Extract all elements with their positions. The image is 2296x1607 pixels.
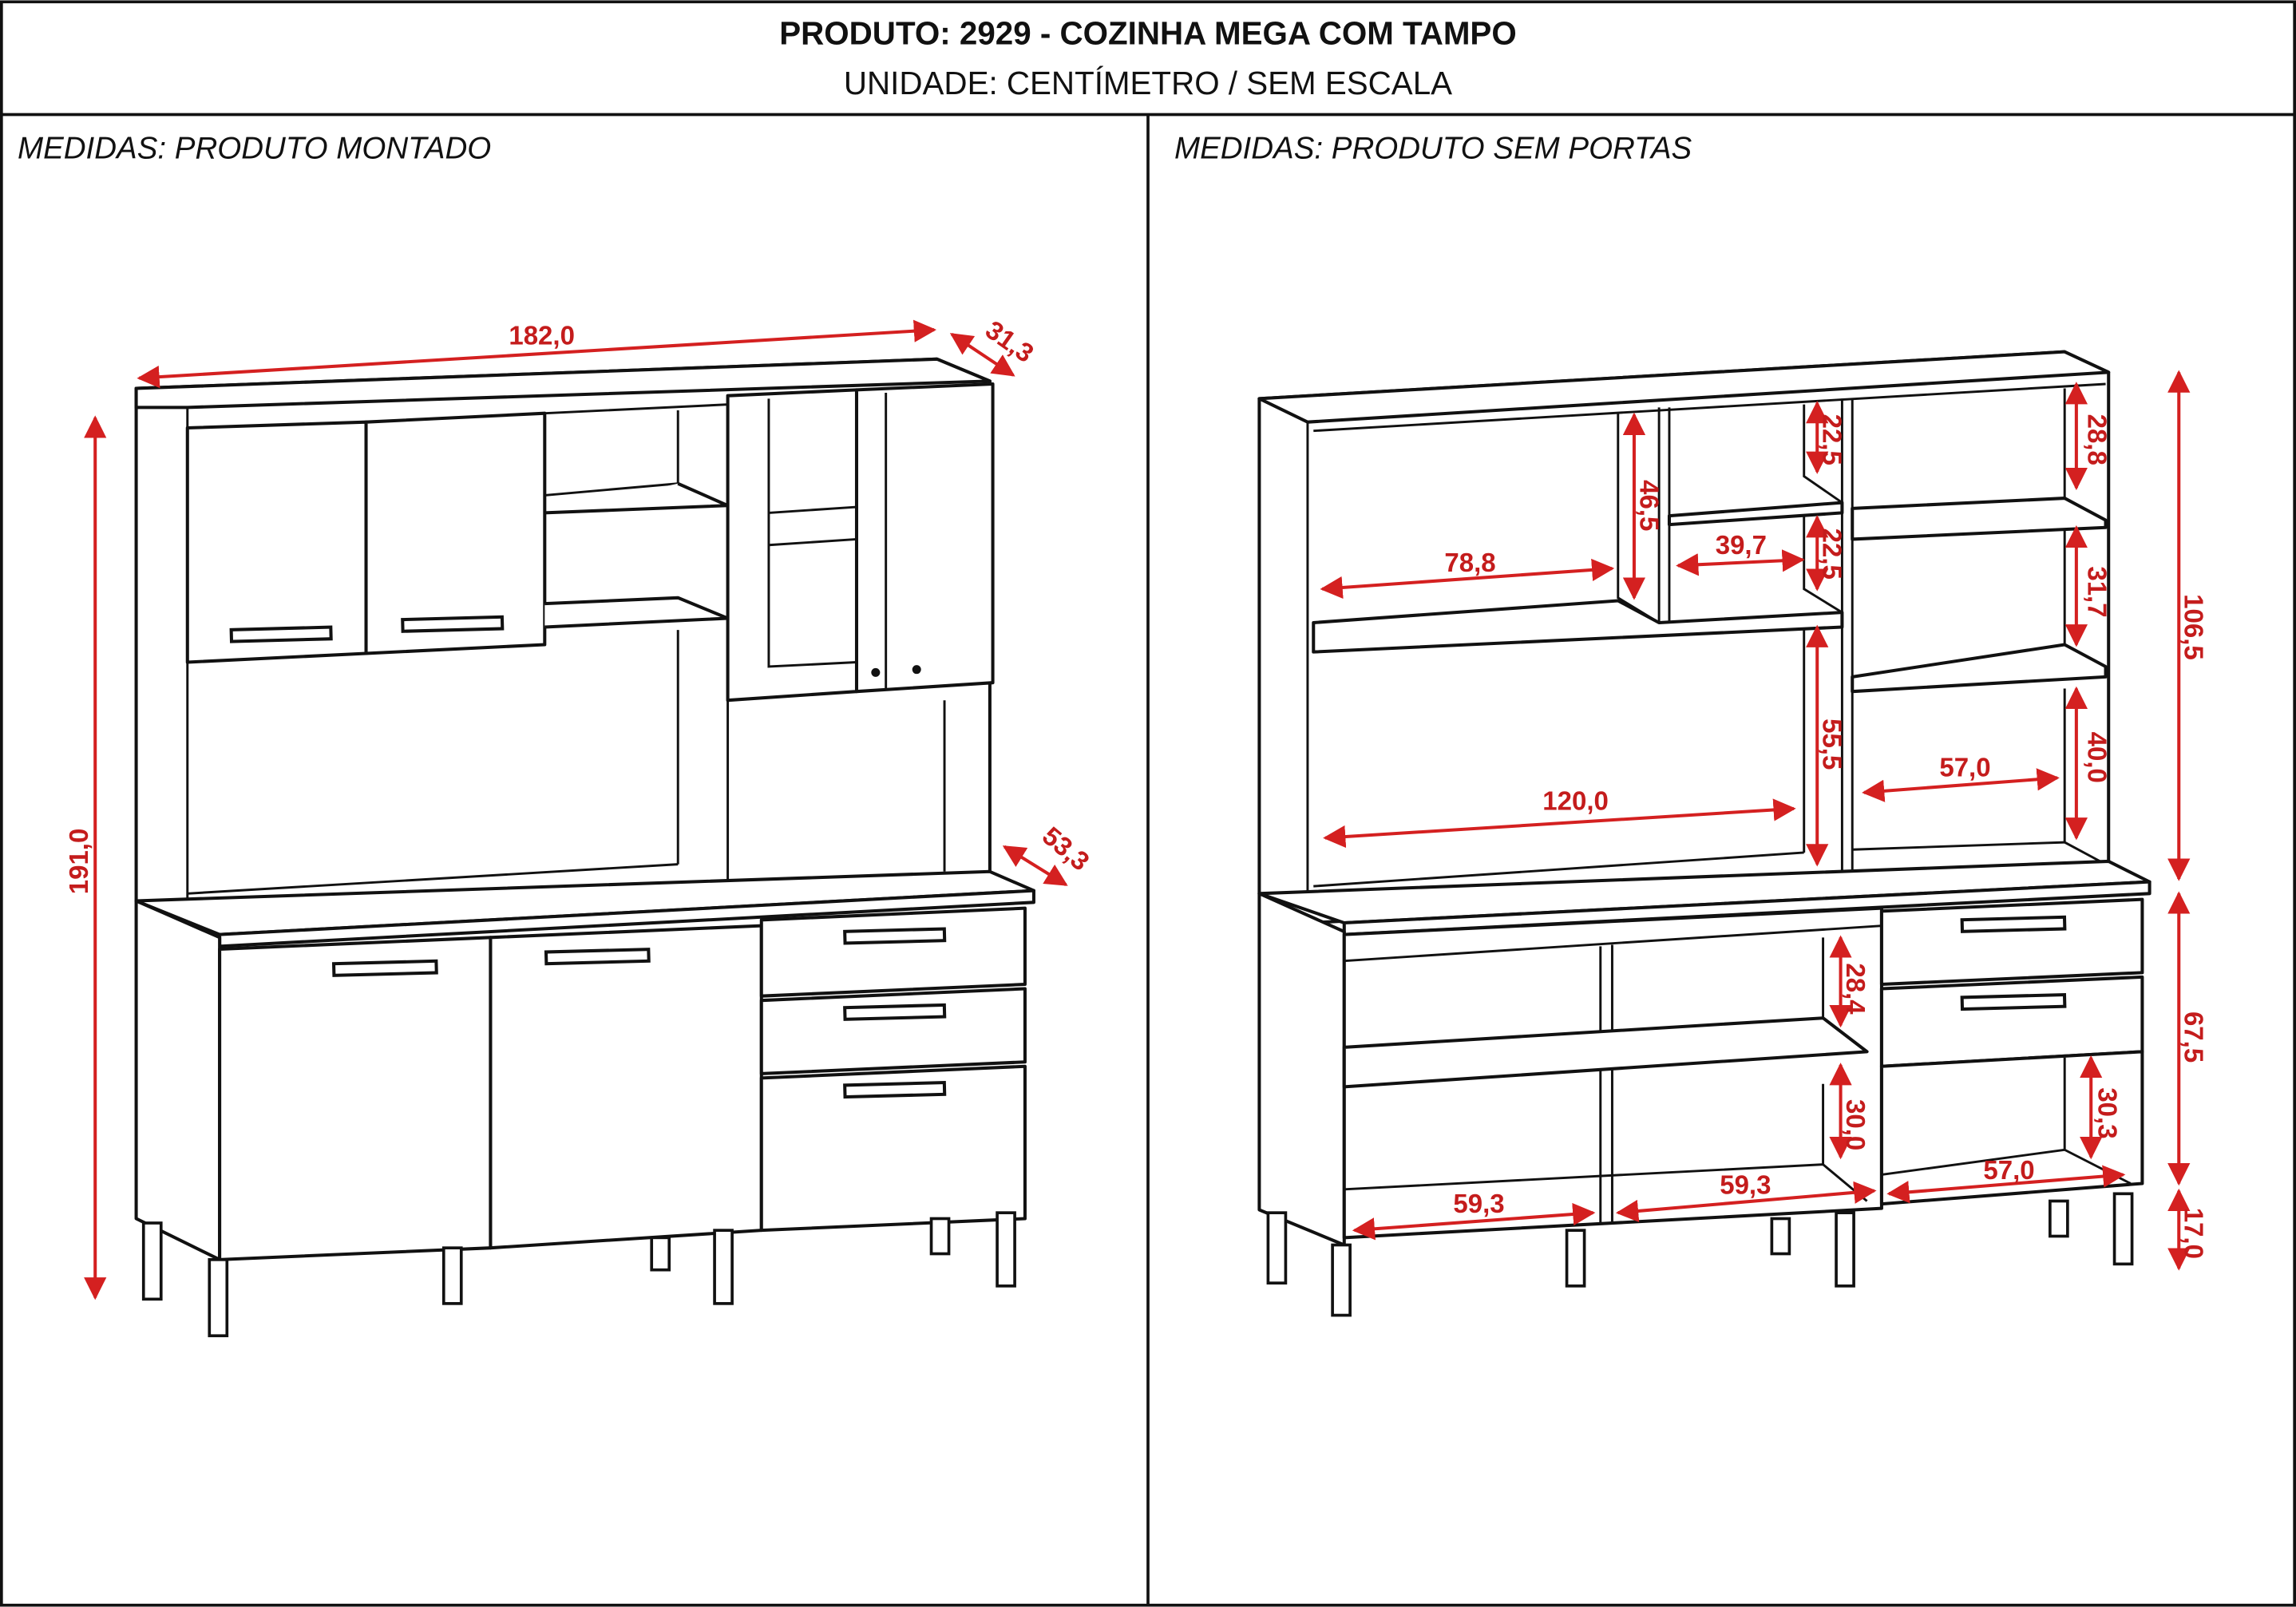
dim-upper-left-width: 78,8 xyxy=(1444,548,1495,577)
dim-lower-shelf-bottom-height: 30,0 xyxy=(1841,1099,1870,1150)
dim-bay2-width: 59,3 xyxy=(1720,1170,1771,1199)
glass-door xyxy=(726,388,859,703)
upper-door-left xyxy=(185,420,368,664)
dim-upper-left-height: 46,5 xyxy=(1634,480,1664,531)
drawer-1 xyxy=(759,906,1027,998)
left-panel-label: MEDIDAS: PRODUTO MONTADO xyxy=(18,132,491,166)
lower-door-left xyxy=(218,936,493,1261)
open-dimensions: 78,8 46,5 39,7 22,5 22,5 28,8 31,7 40,0 … xyxy=(1320,370,2209,1271)
dim-niche-width: 39,7 xyxy=(1716,530,1767,560)
dim-bay3-width: 57,0 xyxy=(1983,1155,2034,1185)
assembled-dimensions: 182,0 31,3 191,0 53,3 xyxy=(64,315,1095,1300)
dim-open-height: 55,5 xyxy=(1818,718,1847,770)
dim-right-open-width: 57,0 xyxy=(1939,753,1990,782)
product-title: PRODUTO: 2929 - COZINHA MEGA COM TAMPO xyxy=(779,14,1516,51)
dim-drawer-bay-height: 30,3 xyxy=(2092,1087,2122,1138)
drawer-1 xyxy=(1879,897,2144,987)
dim-leg-height: 17,0 xyxy=(2179,1208,2209,1259)
drawer-3 xyxy=(759,1064,1027,1233)
dim-open-width: 120,0 xyxy=(1542,786,1609,816)
dim-lower-shelf-top-height: 28,4 xyxy=(1841,963,1870,1015)
dim-right-top-height: 28,8 xyxy=(2083,414,2112,465)
dim-width: 182,0 xyxy=(509,320,575,350)
dim-height: 191,0 xyxy=(64,829,93,895)
dim-niche-top-height: 22,5 xyxy=(1818,414,1847,465)
upper-door-right xyxy=(854,382,995,694)
dim-lower-total-height: 67,5 xyxy=(2179,1011,2209,1063)
drawer-2 xyxy=(759,987,1027,1075)
dim-bay1-width: 59,3 xyxy=(1453,1189,1504,1218)
dim-upper-total-height: 106,5 xyxy=(2179,594,2209,660)
dim-niche-bottom-height: 22,5 xyxy=(1818,528,1847,580)
dim-right-mid-height: 31,7 xyxy=(2083,566,2112,617)
upper-door-mid xyxy=(364,411,547,655)
assembled-cabinet xyxy=(134,357,1035,1338)
lower-door-right xyxy=(489,924,763,1250)
unit-subtitle: UNIDADE: CENTÍMETRO / SEM ESCALA xyxy=(844,65,1452,101)
dim-right-bottom-height: 40,0 xyxy=(2083,732,2112,783)
right-panel-label: MEDIDAS: PRODUTO SEM PORTAS xyxy=(1174,132,1692,166)
